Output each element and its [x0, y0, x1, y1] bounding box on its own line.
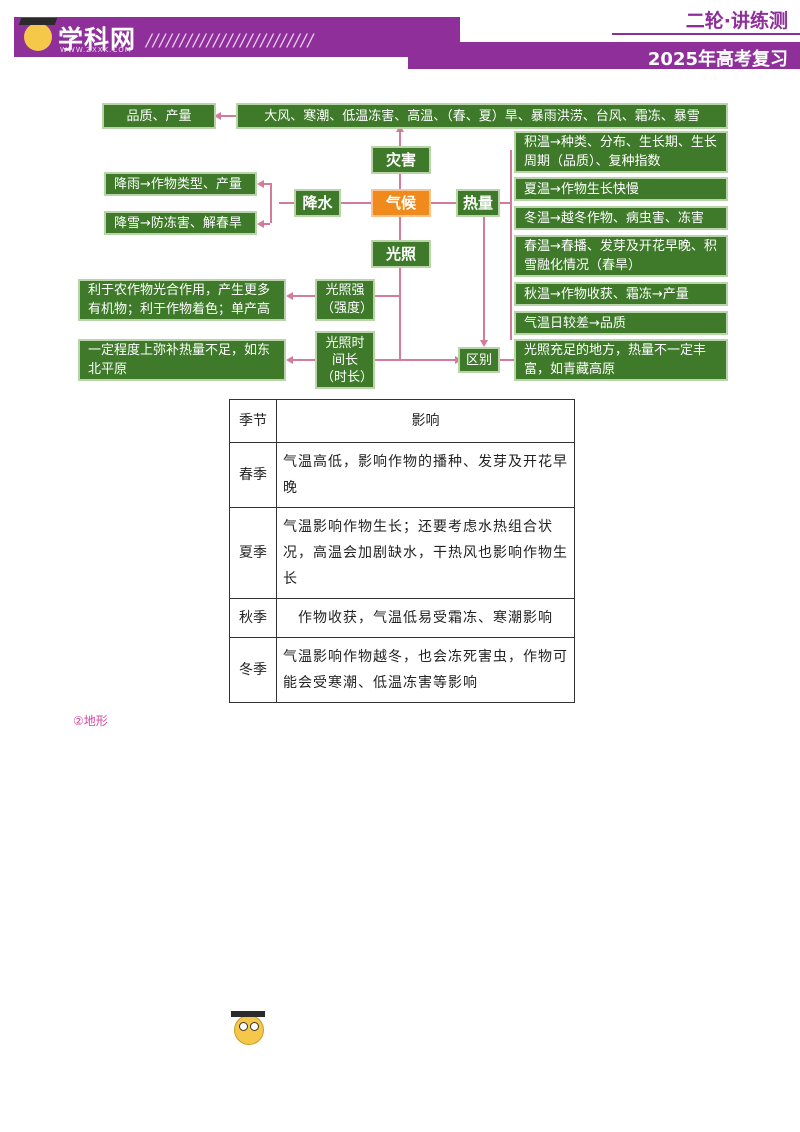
- table-row: 夏季 气温影响作物生长；还要考虑水热组合状况，高温会加剧缺水，干热风也影响作物生…: [229, 507, 575, 599]
- heat-item-box: 积温→种类、分布、生长期、生长周期（品质）、复种指数: [514, 131, 728, 173]
- effect-cell: 气温影响作物越冬，也会冻死害虫，作物可能会受寒潮、低温冻害等影响: [276, 637, 575, 703]
- table-row: 春季 气温高低，影响作物的播种、发芽及开花早晚: [229, 442, 575, 508]
- climate-node: 气候: [371, 189, 431, 217]
- climate-agriculture-diagram: 品质、产量 大风、寒潮、低温冻害、高温、（春、夏）旱、暴雨洪涝、台风、霜冻、暴雪…: [74, 95, 734, 395]
- disaster-node: 灾害: [371, 146, 431, 174]
- connector: [401, 359, 455, 361]
- precipitation-node: 降水: [294, 189, 341, 217]
- arrow-left-icon: [214, 112, 221, 120]
- column-header-effect: 影响: [276, 399, 575, 443]
- disaster-list-box: 大风、寒潮、低温冻害、高温、（春、夏）旱、暴雨洪涝、台风、霜冻、暴雪: [236, 103, 728, 129]
- heat-node: 热量: [456, 189, 500, 217]
- table-row: 冬季 气温影响作物越冬，也会冻死害虫，作物可能会受寒潮、低温冻害等影响: [229, 637, 575, 703]
- logo-cap-icon: [18, 18, 58, 25]
- season-cell: 冬季: [229, 637, 277, 703]
- mascot-cap-icon: [231, 1011, 265, 1017]
- light-duration-node: 光照时 间长 （时长）: [315, 331, 375, 389]
- light-duration-effect-box: 一定程度上弥补热量不足，如东北平原: [78, 339, 286, 381]
- heat-item-box: 气温日较差→品质: [514, 311, 728, 335]
- rain-box: 降雨→作物类型、产量: [104, 172, 257, 196]
- table-row: 秋季 作物收获，气温低易受霜冻、寒潮影响: [229, 598, 575, 638]
- season-cell: 春季: [229, 442, 277, 508]
- season-cell: 夏季: [229, 507, 277, 599]
- connector: [500, 359, 514, 361]
- connector: [216, 115, 236, 117]
- logo-mascot-icon: [24, 23, 52, 51]
- logo-url: WWW.ZXXK.COM: [60, 46, 132, 54]
- arrow-down-icon: [480, 340, 488, 347]
- season-cell: 秋季: [229, 598, 277, 638]
- mascot-eye-icon: [239, 1022, 248, 1031]
- header-slant: [380, 17, 460, 57]
- heat-item-box: 春温→春播、发芽及开花早晚、积雪融化情况（春旱）: [514, 235, 728, 277]
- connector: [431, 202, 456, 204]
- light-strength-node: 光照强 （强度）: [315, 279, 375, 321]
- effect-cell: 气温高低，影响作物的播种、发芽及开花早晚: [276, 442, 575, 508]
- arrow-left-icon: [257, 220, 264, 228]
- snow-box: 降雪→防冻害、解春旱: [104, 211, 257, 235]
- page-header: 学科网 WWW.ZXXK.COM ///////////////////////…: [0, 0, 800, 74]
- arrow-left-icon: [286, 292, 293, 300]
- difference-node: 区别: [458, 347, 500, 373]
- connector: [341, 202, 371, 204]
- mascot-eye-icon: [250, 1022, 259, 1031]
- connector: [500, 202, 510, 204]
- connector: [279, 202, 294, 204]
- effect-cell: 作物收获，气温低易受霜冻、寒潮影响: [276, 598, 575, 638]
- connector: [260, 223, 270, 225]
- difference-effect-box: 光照充足的地方，热量不一定丰富，如青藏高原: [514, 339, 728, 381]
- column-header-season: 季节: [229, 399, 277, 443]
- header-right-bar: [408, 42, 800, 69]
- season-effect-table: 季节 影响 春季 气温高低，影响作物的播种、发芽及开花早晚 夏季 气温影响作物生…: [229, 399, 575, 703]
- subheading: ②地形: [73, 714, 108, 728]
- light-strength-effect-box: 利于农作物光合作用，产生更多有机物；利于作物着色；单产高: [78, 279, 286, 321]
- connector: [260, 183, 270, 185]
- heat-item-box: 冬温→越冬作物、病虫害、冻害: [514, 206, 728, 230]
- heat-item-box: 秋温→作物收获、霜冻→产量: [514, 282, 728, 306]
- header-rule: [612, 33, 800, 35]
- table-header-row: 季节 影响: [229, 399, 575, 443]
- mascot-icon: [234, 1015, 264, 1045]
- header-title-top: 二轮·讲练测: [685, 10, 788, 32]
- header-stripes: /////////////////////////: [146, 31, 315, 51]
- heat-item-box: 夏温→作物生长快慢: [514, 177, 728, 201]
- connector: [483, 211, 485, 341]
- sunlight-node: 光照: [371, 240, 431, 268]
- arrow-left-icon: [257, 180, 264, 188]
- effect-cell: 气温影响作物生长；还要考虑水热组合状况，高温会加剧缺水，干热风也影响作物生长: [276, 507, 575, 599]
- connector: [510, 150, 512, 340]
- connector: [270, 183, 272, 223]
- logo-text: 学科网: [58, 25, 137, 54]
- header-title-bottom: 2025年高考复习: [647, 49, 788, 70]
- disaster-effect-box: 品质、产量: [102, 103, 216, 129]
- arrow-left-icon: [286, 356, 293, 364]
